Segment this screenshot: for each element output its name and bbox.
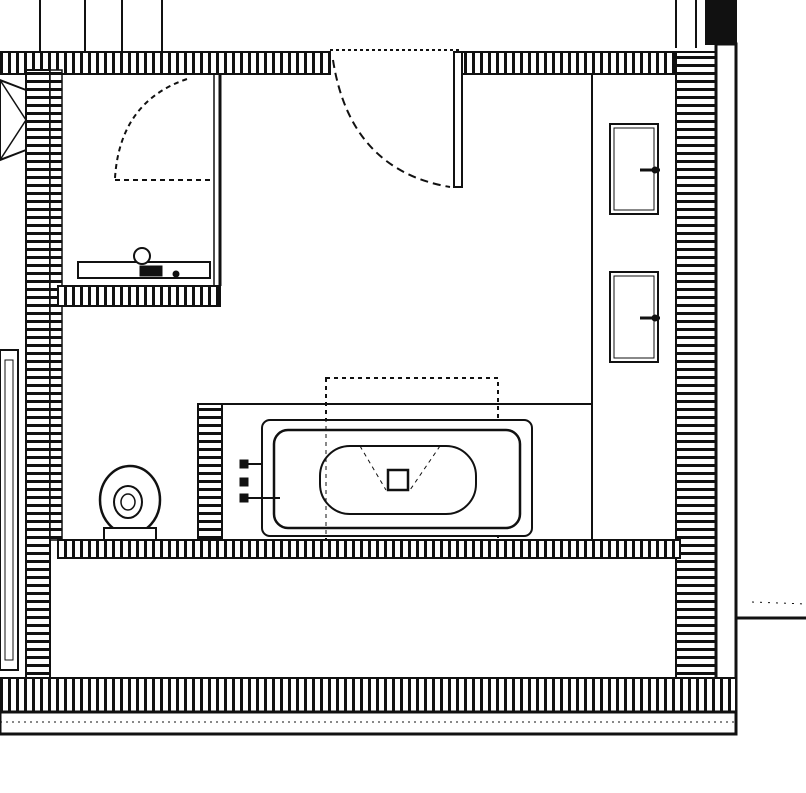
door-swing-icon [332, 51, 463, 188]
toilet-icon [98, 464, 162, 541]
bathtub-icon [261, 378, 533, 540]
faucet-icon [239, 459, 280, 503]
washbasin-icon [609, 271, 660, 363]
right-wall [675, 42, 806, 736]
bathroom-bottom-wall [57, 539, 681, 559]
top-wall [0, 49, 737, 75]
washbasin-icon [609, 123, 660, 215]
upper-wall-lines [39, 0, 737, 52]
shower-icon [77, 77, 214, 279]
bottom-wall [0, 677, 738, 736]
shower-room [57, 74, 222, 307]
left-wall [0, 69, 63, 681]
